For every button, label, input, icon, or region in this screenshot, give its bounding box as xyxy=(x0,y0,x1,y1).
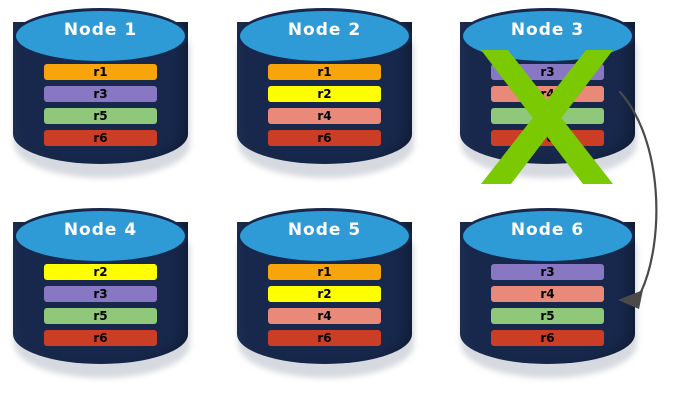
cylinder-top xyxy=(237,208,412,264)
cylinder-top xyxy=(460,208,635,264)
node-4[interactable]: Node 4 r2 r3 r5 r6 xyxy=(8,206,193,384)
record-bar[interactable]: r3 xyxy=(44,86,157,102)
record-bar[interactable]: r6 xyxy=(268,330,381,346)
record-bar[interactable]: r4 xyxy=(268,308,381,324)
record-bar[interactable]: r5 xyxy=(491,108,604,124)
node-1[interactable]: Node 1 r1 r3 r5 r6 xyxy=(8,6,193,184)
record-bar[interactable]: r1 xyxy=(268,264,381,280)
record-bar[interactable]: r3 xyxy=(491,64,604,80)
record-bar[interactable]: r5 xyxy=(44,108,157,124)
node-2[interactable]: Node 2 r1 r2 r4 r6 xyxy=(232,6,417,184)
record-bar[interactable]: r5 xyxy=(491,308,604,324)
record-bar[interactable]: r6 xyxy=(491,330,604,346)
record-bar[interactable]: r4 xyxy=(268,108,381,124)
node-6[interactable]: Node 6 r3 r4 r5 r6 xyxy=(455,206,640,384)
record-bar[interactable]: r1 xyxy=(44,64,157,80)
record-bar[interactable]: r3 xyxy=(491,264,604,280)
record-list: r2 r3 r5 r6 xyxy=(44,264,157,346)
cylinder-top xyxy=(13,208,188,264)
record-bar[interactable]: r2 xyxy=(268,286,381,302)
record-bar[interactable]: r2 xyxy=(44,264,157,280)
record-list: r1 r2 r4 r6 xyxy=(268,264,381,346)
record-list: r3 r4 r5 r6 xyxy=(491,264,604,346)
record-bar[interactable]: r6 xyxy=(268,130,381,146)
record-bar[interactable]: r5 xyxy=(44,308,157,324)
cylinder-top xyxy=(237,8,412,64)
record-bar[interactable]: r6 xyxy=(44,330,157,346)
record-bar[interactable]: r6 xyxy=(491,130,604,146)
record-bar[interactable]: r6 xyxy=(44,130,157,146)
record-bar[interactable]: r1 xyxy=(268,64,381,80)
record-bar[interactable]: r4 xyxy=(491,286,604,302)
record-list: r3 r4 r5 r6 xyxy=(491,64,604,146)
record-bar[interactable]: r2 xyxy=(268,86,381,102)
record-bar[interactable]: r4 xyxy=(491,86,604,102)
record-bar[interactable]: r3 xyxy=(44,286,157,302)
cylinder-top xyxy=(460,8,635,64)
cylinder-top xyxy=(13,8,188,64)
record-list: r1 r3 r5 r6 xyxy=(44,64,157,146)
node-3[interactable]: Node 3 r3 r4 r5 r6 xyxy=(455,6,640,184)
node-5[interactable]: Node 5 r1 r2 r4 r6 xyxy=(232,206,417,384)
record-list: r1 r2 r4 r6 xyxy=(268,64,381,146)
